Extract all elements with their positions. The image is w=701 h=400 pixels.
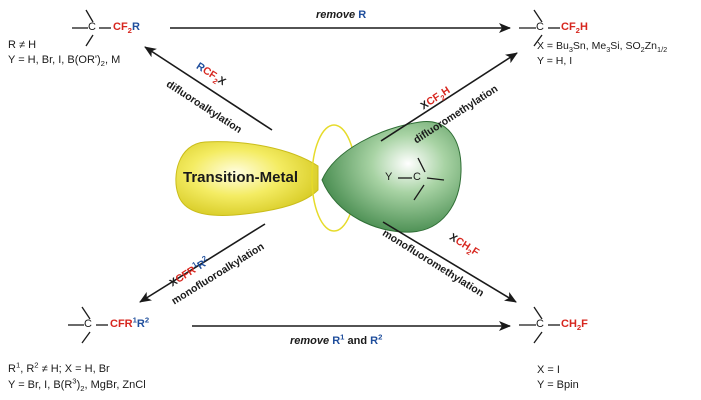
top-right-group: CF2H xyxy=(561,21,588,36)
bonds-top-right xyxy=(519,9,560,47)
ligand-c-label: C xyxy=(413,171,421,183)
bonds-bottom-left xyxy=(68,306,108,344)
top-left-group: CF2R xyxy=(113,21,140,36)
top-left-condition-1: R ≠ H xyxy=(8,39,37,51)
ligand-orbital-lobe xyxy=(321,121,462,233)
label-remove-r: remove R xyxy=(316,9,367,21)
ligand-y-label: Y xyxy=(385,171,393,183)
bottom-left-condition-2: Y = Br, I, B(R3)2, MgBr, ZnCl xyxy=(8,376,146,394)
bonds-top-left xyxy=(72,9,111,47)
metal-label: Transition-Metal xyxy=(183,169,299,186)
bottom-left-group: CFR1R2 xyxy=(110,315,150,330)
bonds-bottom-right xyxy=(519,306,560,344)
bottom-right-condition-2: Y = Bpin xyxy=(537,379,579,391)
bottom-left-carbon: C xyxy=(84,318,92,330)
label-remove-r1-r2: remove R1 and R2 xyxy=(290,332,383,347)
top-right-condition-1: X = Bu3Sn, Me3Si, SO2Zn1/2 xyxy=(537,40,668,55)
arrow-difluoromethylation xyxy=(380,52,518,142)
bottom-left-condition-1: R1, R2 ≠ H; X = H, Br xyxy=(8,360,110,375)
top-right-condition-2: Y = H, I xyxy=(537,55,573,67)
metal-orbital-lobe xyxy=(175,141,319,216)
ligand-bonds xyxy=(398,157,445,201)
top-right-carbon: C xyxy=(536,21,544,33)
arrow-monofluoroalkylation xyxy=(139,223,266,303)
bottom-right-group: CH2F xyxy=(561,318,588,333)
arrow-difluoroalkylation xyxy=(144,46,273,131)
top-left-condition-2: Y = H, Br, I, B(OR')2, M xyxy=(8,54,121,69)
bottom-right-condition-1: X = I xyxy=(537,364,560,376)
bottom-right-carbon: C xyxy=(536,318,544,330)
top-left-carbon: C xyxy=(88,21,96,33)
arrow-monofluoromethylation xyxy=(382,221,517,303)
